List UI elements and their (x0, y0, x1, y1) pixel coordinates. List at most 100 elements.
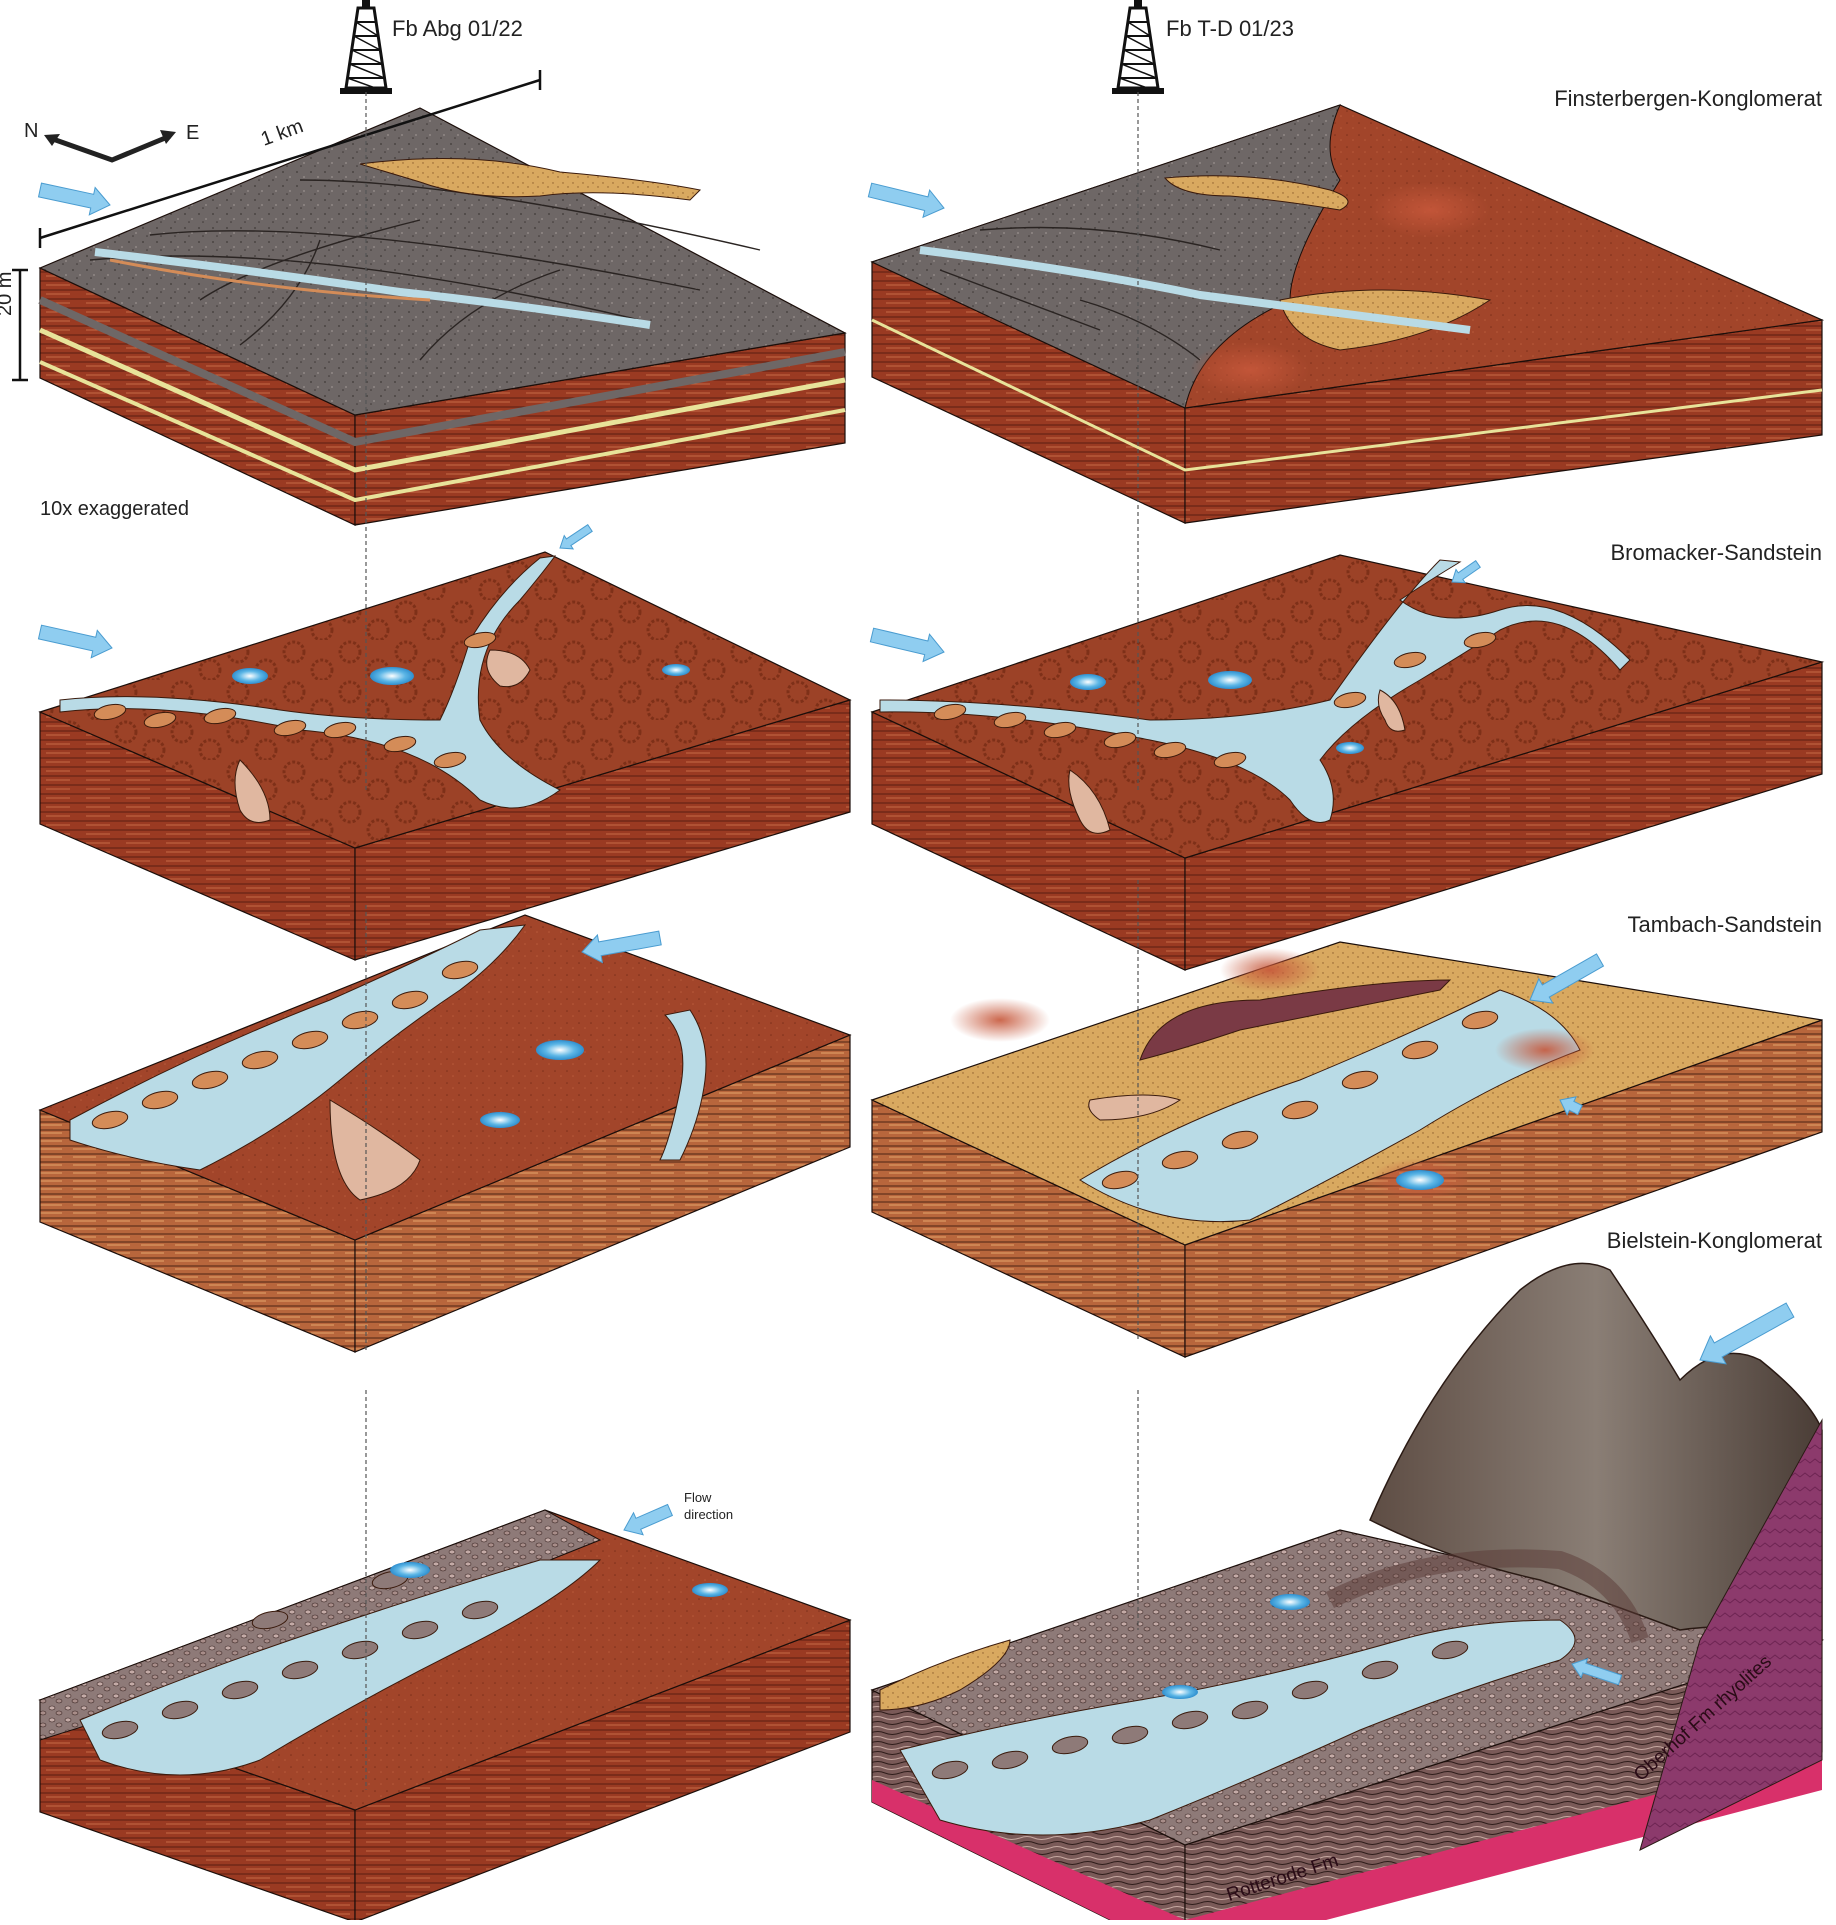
exaggeration-note: 10x exaggerated (40, 498, 190, 520)
well-label-left: Fb Abg 01/22 (392, 16, 523, 41)
red-pond-halo (1220, 948, 1320, 992)
flow-legend-label-line1: Flow (684, 1490, 712, 1505)
pond (662, 664, 690, 676)
active-channel (94, 248, 651, 329)
crevasse-splay (1068, 769, 1111, 834)
channel-bar (1431, 1640, 1469, 1660)
flow-arrow (1699, 1302, 1795, 1365)
channel-bar (341, 1640, 379, 1660)
vertical-scale-label: 20 m (0, 272, 16, 316)
flow-arrow (1451, 560, 1481, 584)
compass-icon (49, 133, 171, 163)
unit-label-bielstein: Bielstein-Konglomerat (1606, 1228, 1822, 1253)
channel-bar (1171, 1710, 1209, 1730)
channel-bar (91, 1110, 129, 1130)
east-arrow-icon (160, 130, 176, 144)
flow-arrow (623, 1503, 674, 1536)
channel-scar (149, 230, 701, 291)
channel-bar (251, 1610, 289, 1630)
channel-bar (101, 1720, 139, 1740)
compass-east-label: E (186, 122, 200, 144)
pond (692, 1583, 728, 1597)
flow-arrow (867, 182, 945, 219)
channel-scar (199, 219, 421, 301)
channel-bar (401, 1620, 439, 1640)
red-pond-halo (950, 998, 1050, 1042)
channel-bar (1051, 1735, 1089, 1755)
channel-bar (1291, 1680, 1329, 1700)
channel-bar (1361, 1660, 1399, 1680)
flow-arrow (1571, 1657, 1623, 1686)
active-channel (919, 246, 1471, 334)
block-bielstein-right (870, 1262, 1825, 1925)
grey-layer (38, 296, 846, 447)
channel-bar (323, 721, 357, 739)
flow-arrow (581, 930, 662, 964)
block-finsterbergen-right (867, 0, 1825, 524)
pond (1270, 1594, 1310, 1610)
crevasse-splay (1377, 689, 1406, 732)
channel-bar (1401, 1040, 1439, 1060)
channel-bar (463, 631, 497, 649)
channel-bar (461, 1600, 499, 1620)
channel-bar (143, 711, 177, 729)
braided-channel (59, 555, 561, 809)
channel-bar (191, 1070, 229, 1090)
channel-bar (221, 1680, 259, 1700)
channel-bar (161, 1700, 199, 1720)
channel-scar (299, 179, 761, 251)
rhyolite-mountain (1369, 1262, 1823, 1641)
pond (1370, 182, 1490, 238)
crevasse-splay (234, 759, 271, 823)
channel-bar (933, 703, 967, 721)
sand-fan (1164, 175, 1349, 211)
channel-scar (979, 226, 1221, 251)
flow-arrow (559, 523, 593, 550)
sand-fan (879, 1639, 1011, 1711)
block-bromacker-left (37, 520, 852, 961)
channel-bar (391, 990, 429, 1010)
channel-bar (203, 707, 237, 725)
flow-legend-label-line2: direction (684, 1507, 734, 1522)
block-2-right (870, 554, 1825, 971)
channel-bar (1333, 691, 1367, 709)
block-finsterbergen-left (12, 0, 847, 526)
pond (1396, 1170, 1444, 1190)
channel-bar (1221, 1130, 1259, 1150)
flow-arrow (1529, 953, 1605, 1004)
unit-label-bromacker: Bromacker-Sandstein (1610, 540, 1822, 565)
pond (232, 668, 268, 684)
channel-scar (939, 269, 1101, 331)
overbank-mud (1139, 979, 1452, 1061)
channel-bar (1281, 1100, 1319, 1120)
unit-label-tambach: Tambach-Sandstein (1627, 912, 1822, 937)
crevasse-splay (486, 649, 531, 688)
channel-bar (241, 1050, 279, 1070)
pond (1190, 342, 1310, 398)
pond (1070, 674, 1106, 690)
flow-arrow (37, 182, 111, 216)
sand-layer (871, 318, 1823, 472)
channel-bar (1213, 751, 1247, 769)
channel-bar (441, 960, 479, 980)
block-bromacker-right (869, 520, 1825, 971)
flow-arrow (1559, 1096, 1583, 1116)
channel-scar (239, 239, 321, 346)
pond (1208, 671, 1252, 689)
block-tambach-left (38, 905, 852, 1353)
braided-channel (899, 1619, 1576, 1836)
sand-lobe (359, 158, 702, 201)
channel-bar (1393, 651, 1427, 669)
channel-bar (993, 711, 1027, 729)
crevasse-splay (329, 1099, 421, 1201)
bar-line (109, 258, 431, 302)
flow-arrow (37, 624, 113, 659)
channel-bar (1341, 1070, 1379, 1090)
channel-bar (1231, 1700, 1269, 1720)
channel-bar (1463, 631, 1497, 649)
channel-scar (419, 269, 561, 361)
pond (536, 1040, 584, 1060)
pond (370, 667, 414, 685)
minor-channel (659, 1009, 707, 1161)
compass-north-label: N (24, 120, 39, 142)
